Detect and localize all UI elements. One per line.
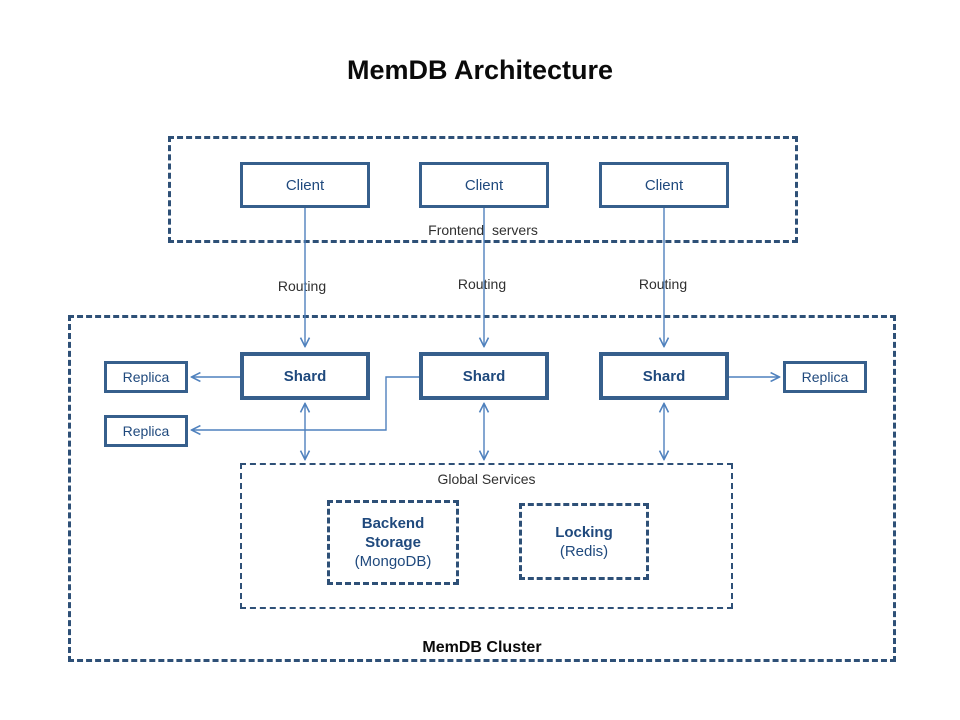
frontend-servers-group bbox=[168, 136, 798, 243]
shard-box-1: Shard bbox=[240, 352, 370, 400]
frontend-servers-label: Frontend servers bbox=[428, 222, 538, 238]
routing-label-2: Routing bbox=[457, 276, 507, 292]
client-box-3: Client bbox=[599, 162, 729, 208]
shard-box-3: Shard bbox=[599, 352, 729, 400]
client-box-1: Client bbox=[240, 162, 370, 208]
client-box-2: Client bbox=[419, 162, 549, 208]
global-services-label: Global Services bbox=[437, 471, 536, 487]
locking-subtitle: (Redis) bbox=[559, 542, 609, 560]
locking-title: Locking bbox=[555, 523, 613, 541]
replica-box-2: Replica bbox=[104, 415, 188, 447]
backend-storage-title: Backend Storage bbox=[361, 515, 425, 551]
routing-label-3: Routing bbox=[638, 276, 688, 292]
memdb-cluster-group bbox=[68, 315, 896, 662]
memdb-cluster-label: MemDB Cluster bbox=[422, 639, 542, 656]
backend-storage-box: Backend Storage (MongoDB) bbox=[327, 500, 459, 585]
backend-storage-subtitle: (MongoDB) bbox=[354, 553, 432, 570]
global-services-group bbox=[240, 463, 733, 609]
page-title: MemDB Architecture bbox=[346, 55, 614, 85]
routing-label-1: Routing bbox=[277, 278, 327, 294]
shard-box-2: Shard bbox=[419, 352, 549, 400]
locking-box: Locking (Redis) bbox=[519, 503, 649, 580]
replica-box-3: Replica bbox=[783, 361, 867, 393]
replica-box-1: Replica bbox=[104, 361, 188, 393]
